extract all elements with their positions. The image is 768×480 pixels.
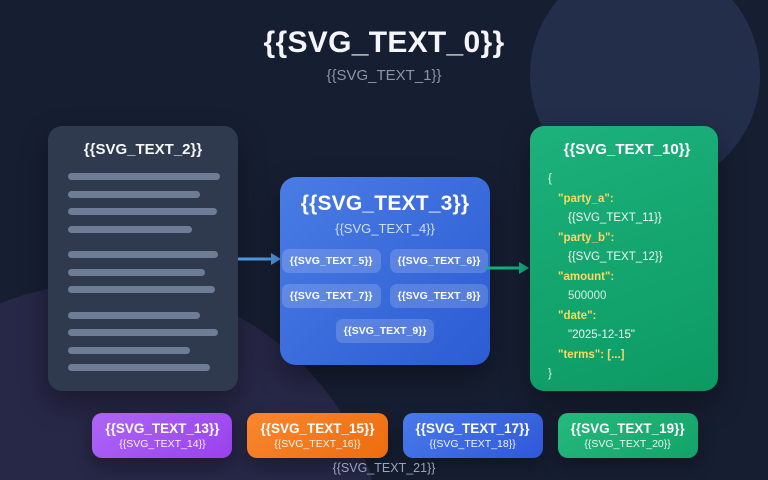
- page-subtitle: {{SVG_TEXT_1}}: [326, 67, 442, 84]
- badge-title: {{SVG_TEXT_19}}: [570, 421, 685, 436]
- processor-chip: {{SVG_TEXT_8}}: [389, 284, 489, 308]
- document-text-line: [68, 346, 190, 354]
- json-line-value: "2025-12-15": [568, 329, 635, 341]
- badge: {{SVG_TEXT_19}} {{SVG_TEXT_20}}: [557, 413, 698, 458]
- processor-chip: {{SVG_TEXT_9}}: [335, 319, 435, 343]
- badge: {{SVG_TEXT_17}} {{SVG_TEXT_18}}: [402, 413, 543, 458]
- arrow-processor-to-output-icon: [486, 262, 529, 274]
- document-text-line: [68, 173, 220, 180]
- header: {{SVG_TEXT_0}} {{SVG_TEXT_1}}: [0, 25, 768, 85]
- badge: {{SVG_TEXT_13}} {{SVG_TEXT_14}}: [92, 413, 233, 458]
- json-line-value: {{SVG_TEXT_11}}: [568, 212, 662, 224]
- badge-title: {{SVG_TEXT_13}}: [105, 421, 220, 436]
- json-line-key: "amount":: [558, 270, 615, 283]
- processor-chip: {{SVG_TEXT_5}}: [281, 249, 381, 273]
- document-text-line: [68, 286, 215, 293]
- json-line-key: "date":: [558, 309, 597, 322]
- json-line-punct: {: [548, 173, 552, 185]
- json-line-value: {{SVG_TEXT_12}}: [568, 251, 663, 263]
- page-title: {{SVG_TEXT_0}}: [263, 26, 505, 59]
- json-line-key: "party_b":: [558, 231, 615, 244]
- document-text-line: [68, 208, 217, 215]
- document-text-line: [68, 329, 218, 336]
- document-text-line: [68, 190, 200, 198]
- document-text-line: [68, 364, 210, 371]
- json-line-key: "terms": [...]: [558, 348, 625, 361]
- processor-chip-grid: {{SVG_TEXT_5}} {{SVG_TEXT_6}} {{SVG_TEXT_7…: [281, 249, 489, 343]
- processor-card-title: {{SVG_TEXT_3}}: [300, 192, 470, 215]
- processor-chip-row: {{SVG_TEXT_9}}: [335, 319, 435, 343]
- document-card-title: {{SVG_TEXT_2}}: [83, 141, 203, 158]
- document-text-line: [68, 268, 205, 276]
- processor-chip: {{SVG_TEXT_7}}: [281, 284, 381, 308]
- json-output-block: { "party_a": {{SVG_TEXT_11}} "party_b": {{SV…: [548, 173, 706, 380]
- badge-subtitle: {{SVG_TEXT_20}}: [584, 438, 671, 450]
- document-text-line: [68, 251, 218, 258]
- badge-title: {{SVG_TEXT_15}}: [260, 421, 375, 436]
- arrow-document-to-processor-icon: [238, 253, 281, 265]
- output-card: {{SVG_TEXT_10}} { "party_a": {{SVG_TEXT_11…: [530, 126, 718, 391]
- json-line-number: 500000: [568, 290, 607, 302]
- document-card: {{SVG_TEXT_2}}: [48, 126, 238, 391]
- processor-card: {{SVG_TEXT_3}} {{SVG_TEXT_4}} {{SVG_TEXT…: [280, 177, 490, 365]
- processor-card-subtitle: {{SVG_TEXT_4}}: [335, 221, 435, 236]
- json-line-punct: }: [548, 368, 552, 380]
- document-text-lines: [68, 173, 220, 371]
- document-text-line: [68, 225, 192, 233]
- footer-caption: {{SVG_TEXT_21}}: [332, 461, 436, 475]
- badge: {{SVG_TEXT_15}} {{SVG_TEXT_16}}: [247, 413, 388, 458]
- processor-chip-row: {{SVG_TEXT_5}} {{SVG_TEXT_6}}: [281, 249, 489, 273]
- badge-row: {{SVG_TEXT_13}}{{SVG_TEXT_14}}{{SVG_TEXT…: [0, 413, 768, 458]
- json-line-key: "party_a":: [558, 192, 614, 205]
- document-text-line: [68, 311, 200, 319]
- processor-chip: {{SVG_TEXT_6}}: [389, 249, 489, 273]
- badge-subtitle: {{SVG_TEXT_18}}: [429, 438, 516, 450]
- badge-subtitle: {{SVG_TEXT_14}}: [119, 438, 206, 450]
- output-card-title: {{SVG_TEXT_10}}: [563, 141, 691, 158]
- badge-subtitle: {{SVG_TEXT_16}}: [274, 438, 361, 450]
- processor-chip-row: {{SVG_TEXT_7}} {{SVG_TEXT_8}}: [281, 284, 489, 308]
- badge-title: {{SVG_TEXT_17}}: [415, 421, 530, 436]
